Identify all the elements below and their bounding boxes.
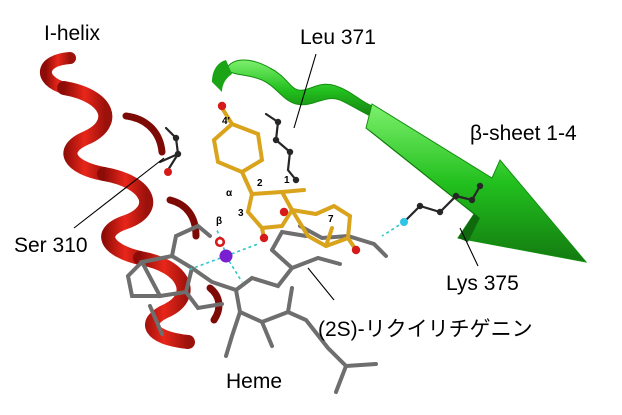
heme-molecule: [125, 223, 388, 394]
ser-pointer: [73, 157, 165, 229]
oxygen-atom: [351, 245, 361, 255]
position-labels: 4' 2 1 α β 3 7: [216, 116, 334, 227]
ser-310-label: Ser 310: [14, 234, 88, 257]
label-beta: β: [216, 216, 222, 227]
oxygen-atom: [164, 168, 172, 176]
label-2: 2: [257, 178, 263, 189]
beta-sheet-label: β-sheet 1-4: [470, 122, 577, 145]
beta-sheet-ribbon: [212, 59, 588, 263]
i-helix-label: I-helix: [44, 22, 101, 45]
iron-atom: [219, 249, 233, 263]
main-labels: I-helix Leu 371 β-sheet 1-4 Ser 310 Lys …: [14, 22, 577, 393]
label-alpha: α: [226, 188, 233, 199]
nitrogen-atom: [400, 218, 408, 226]
oxygen-atom: [259, 233, 269, 243]
atoms: [164, 101, 484, 263]
heme-label: Heme: [226, 370, 282, 393]
oxygen-atom: [217, 101, 227, 111]
ligand-label: (2S)-リクイリチゲニン: [318, 318, 533, 341]
leu-pointer: [293, 53, 317, 129]
label-1: 1: [284, 175, 290, 186]
ligand-pointer: [307, 267, 335, 301]
hydrogen-bonds: [187, 221, 405, 283]
label-4-prime: 4': [222, 116, 230, 127]
lys-375-label: Lys 375: [446, 272, 519, 295]
label-7: 7: [328, 214, 334, 225]
lys-pointer: [459, 227, 479, 267]
label-3: 3: [238, 208, 244, 219]
leu-371-label: Leu 371: [300, 26, 376, 49]
oxygen-atom: [214, 236, 226, 248]
oxygen-atom: [279, 207, 289, 217]
label-pointers: [73, 53, 479, 301]
